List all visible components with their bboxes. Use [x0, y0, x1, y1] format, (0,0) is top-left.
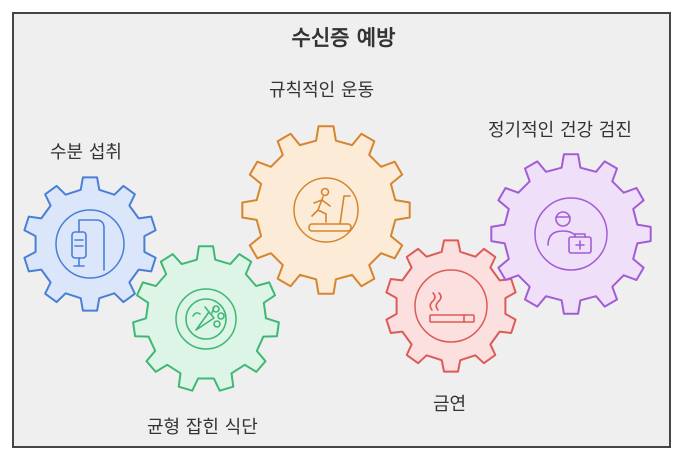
- gear-hydration: [23, 176, 157, 312]
- gear-balanced-diet: [132, 245, 280, 392]
- gear-label-hydration: 수분 섭취: [50, 142, 122, 163]
- treadmill-icon: [308, 187, 352, 232]
- gear-no-smoking: [385, 239, 517, 373]
- gear-health-checkup: [490, 153, 652, 315]
- gear-label-balanced-diet: 균형 잡힌 식단: [147, 417, 258, 438]
- gear-label-no-smoking: 금연: [433, 394, 467, 415]
- diagram-title: 수신증 예방: [291, 26, 396, 50]
- iv-drip-icon: [71, 219, 105, 271]
- cigarette-icon: [429, 292, 475, 323]
- gear-label-health-checkup: 정기적인 건강 검진: [488, 120, 632, 141]
- doctor-medical-kit-icon: [547, 211, 592, 254]
- gear-label-exercise: 규칙적인 운동: [269, 80, 375, 101]
- vegetables-icon: [185, 298, 227, 340]
- gear-exercise: [241, 125, 411, 295]
